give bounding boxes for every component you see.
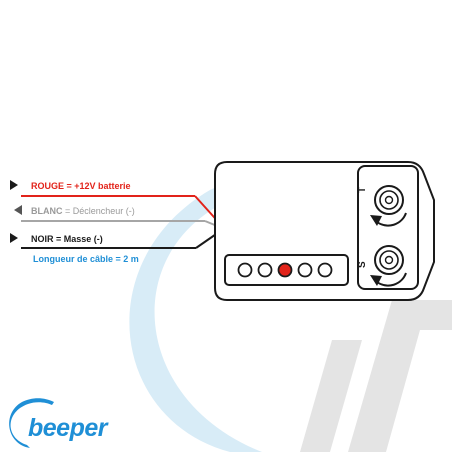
led-indicator: [297, 262, 313, 278]
led-strip: [224, 254, 349, 286]
arrow-out-icon: [10, 233, 18, 243]
potentiometer-t[interactable]: T: [357, 185, 407, 227]
arrow-out-icon: [10, 180, 18, 190]
rotate-adjust-icon: [376, 272, 407, 287]
potentiometer-t-label: T: [357, 187, 368, 193]
potentiometer-s[interactable]: S: [357, 245, 407, 287]
wire-label-white: BLANC = Déclencheur (-): [31, 206, 135, 216]
led-indicator: [237, 262, 253, 278]
cable-length-note: Longueur de câble = 2 m: [33, 254, 139, 264]
watermark-letter: [300, 300, 452, 452]
arrow-in-icon: [14, 205, 22, 215]
adjustment-panel: [357, 165, 419, 290]
led-row: [237, 262, 333, 278]
wire-key-white: BLANC: [31, 206, 63, 216]
potentiometer-s-label: S: [357, 261, 368, 268]
rotate-arrow-head-icon: [370, 275, 382, 286]
brand-wordmark: beeper: [28, 414, 107, 442]
beeper-logo: [9, 398, 54, 448]
wire-desc-red: = +12V batterie: [64, 181, 131, 191]
wire-label-black: NOIR = Masse (-): [31, 234, 103, 244]
wire-desc-white: = Déclencheur (-): [62, 206, 135, 216]
wire-key-red: ROUGE: [31, 181, 65, 191]
wire-desc-black: = Masse (-): [53, 234, 103, 244]
led-indicator-active: [277, 262, 293, 278]
rotate-adjust-icon: [376, 212, 407, 227]
wire-label-red: ROUGE = +12V batterie: [31, 181, 131, 191]
rotate-arrow-head-icon: [370, 215, 382, 226]
wire-key-black: NOIR: [31, 234, 54, 244]
led-indicator: [317, 262, 333, 278]
logo-swoosh-icon: [9, 398, 54, 448]
led-indicator: [257, 262, 273, 278]
control-module: T S: [214, 161, 435, 301]
